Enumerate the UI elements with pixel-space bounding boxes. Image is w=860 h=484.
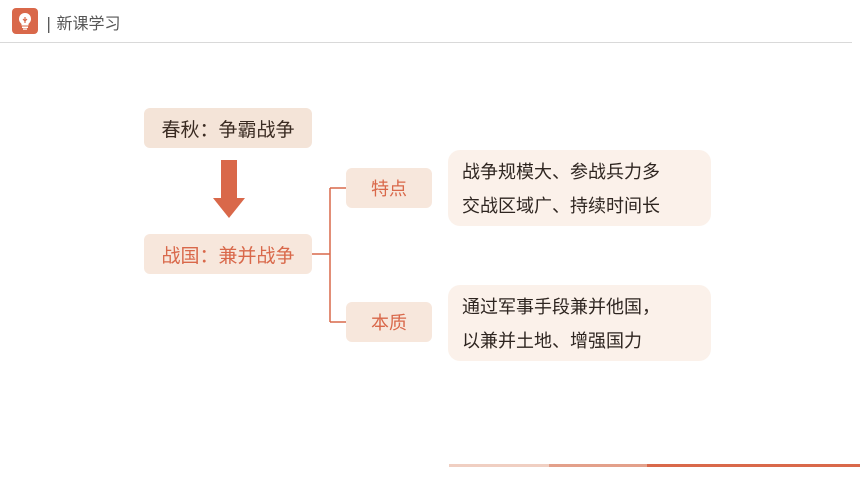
lightbulb-icon [12,8,38,34]
footer-bar-segment [549,464,647,467]
feature-description: 战争规模大、参战兵力多 交战区域广、持续时间长 [448,150,711,226]
header-divider [0,42,852,43]
page-title: | 新课学习 [46,14,121,33]
essence-label: 本质 [346,302,432,342]
feature-label: 特点 [346,168,432,208]
bracket-connector [312,187,346,323]
warring-states-box: 战国：兼并战争 [144,234,312,274]
footer-bar-segment [449,464,549,467]
feature-line-1: 战争规模大、参战兵力多 [462,162,660,183]
spring-autumn-box: 春秋：争霸战争 [144,108,312,148]
essence-description: 通过军事手段兼并他国， 以兼并土地、增强国力 [448,285,711,361]
footer-bar-segment [647,464,860,467]
essence-line-2: 以兼并土地、增强国力 [462,331,642,352]
header: | 新课学习 [0,0,860,44]
down-arrow-icon [213,160,245,218]
feature-line-2: 交战区域广、持续时间长 [462,196,660,217]
essence-line-1: 通过军事手段兼并他国， [462,297,660,318]
